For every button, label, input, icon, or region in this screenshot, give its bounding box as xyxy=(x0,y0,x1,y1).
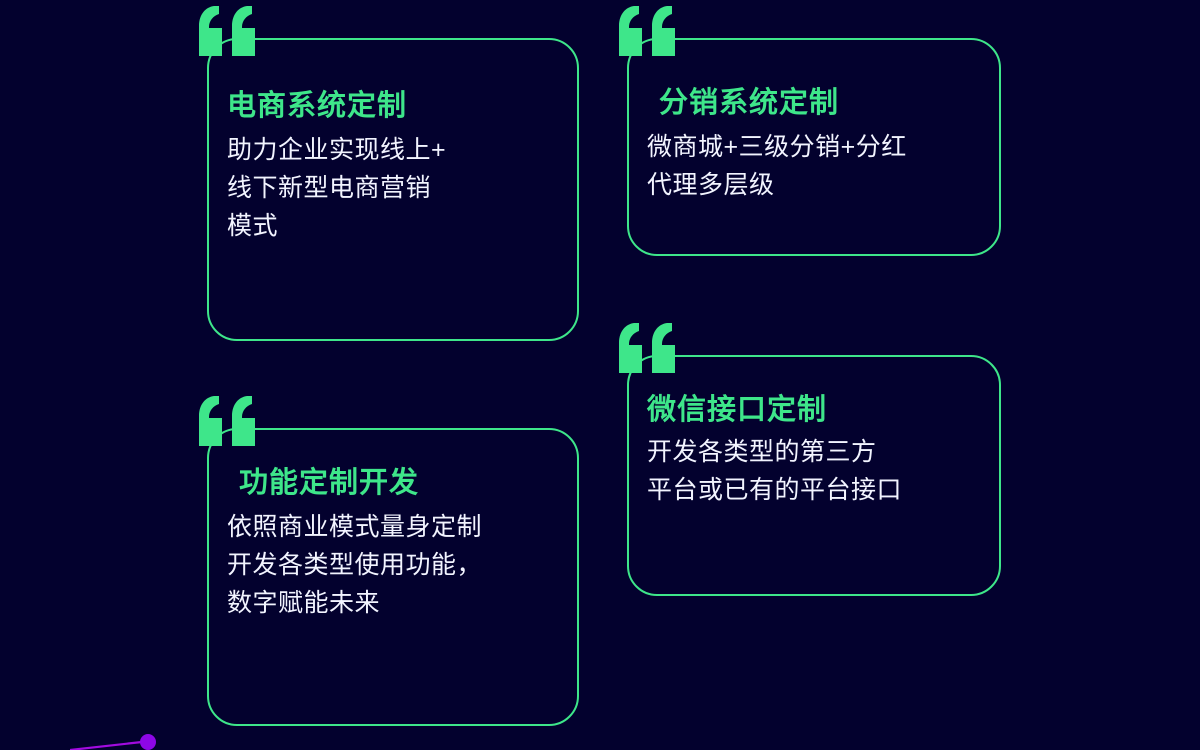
card-description: 微商城+三级分销+分红 代理多层级 xyxy=(647,128,1017,204)
card-description: 助力企业实现线上+ 线下新型电商营销 模式 xyxy=(227,131,595,245)
card-distribution[interactable]: 分销系统定制 微商城+三级分销+分红 代理多层级 xyxy=(619,6,1001,256)
description-line: 开发各类型使用功能， xyxy=(227,551,483,580)
description-line: 线下新型电商营销 xyxy=(227,174,432,203)
card-body: 功能定制开发 依照商业模式量身定制 开发各类型使用功能， 数字赋能未来 xyxy=(209,430,595,622)
description-line: 平台或已有的平台接口 xyxy=(647,476,903,505)
card-body: 分销系统定制 微商城+三级分销+分红 代理多层级 xyxy=(629,40,1017,204)
card-description: 依照商业模式量身定制 开发各类型使用功能， 数字赋能未来 xyxy=(227,508,595,622)
card-body: 微信接口定制 开发各类型的第三方 平台或已有的平台接口 xyxy=(629,357,1017,509)
description-line: 微商城+三级分销+分红 xyxy=(647,133,907,162)
card-description: 开发各类型的第三方 平台或已有的平台接口 xyxy=(647,433,1017,509)
card-feature-development[interactable]: 功能定制开发 依照商业模式量身定制 开发各类型使用功能， 数字赋能未来 xyxy=(199,396,579,726)
purple-line-dot-accent xyxy=(70,715,180,750)
description-line: 开发各类型的第三方 xyxy=(647,438,877,467)
card-title: 微信接口定制 xyxy=(647,394,828,426)
description-line: 模式 xyxy=(227,212,279,241)
card-ecommerce[interactable]: 电商系统定制 助力企业实现线上+ 线下新型电商营销 模式 xyxy=(199,6,579,341)
card-title: 电商系统定制 xyxy=(227,90,408,122)
description-line: 助力企业实现线上+ xyxy=(227,136,447,165)
description-line: 数字赋能未来 xyxy=(227,589,381,618)
description-line: 代理多层级 xyxy=(647,171,775,200)
card-wechat-interface[interactable]: 微信接口定制 开发各类型的第三方 平台或已有的平台接口 xyxy=(619,323,1001,596)
description-line: 依照商业模式量身定制 xyxy=(227,513,483,542)
card-title: 功能定制开发 xyxy=(239,467,420,499)
card-body: 电商系统定制 助力企业实现线上+ 线下新型电商营销 模式 xyxy=(209,40,595,245)
card-title: 分销系统定制 xyxy=(659,87,840,119)
